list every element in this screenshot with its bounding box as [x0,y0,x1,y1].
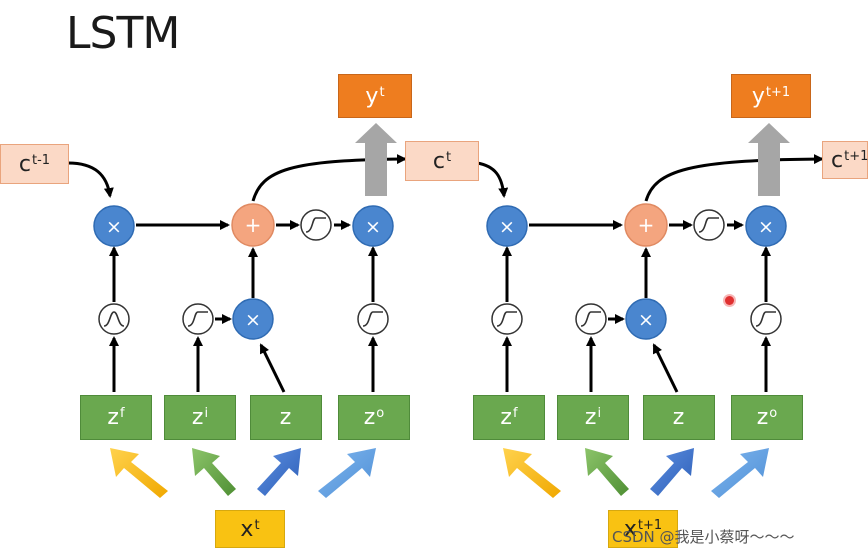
output-y-sup: t [379,84,385,100]
tanh-icon-cell [693,209,725,241]
input-arrow-cell [257,448,301,496]
pointer-dot [725,296,734,305]
gate-label: z [584,405,597,430]
cell-add-node: + [624,203,668,247]
page-title: LSTM [66,8,180,59]
svg-text:×: × [106,216,122,238]
output-y-base: y [751,83,765,109]
gate-label: z [500,405,512,430]
gate-label: z [672,405,685,430]
tanh-icon-cell [300,209,332,241]
gate-sup: f [119,406,125,421]
sigmoid-icon-input [182,303,214,335]
cell-state-prev-base: c [18,151,32,177]
svg-text:×: × [365,216,381,238]
sigmoid-icon-forget [98,303,130,335]
cell-state-next-sup: t [446,149,452,165]
input-arrow-forget [110,448,168,498]
cell-add-node: + [231,203,275,247]
gate-sup: i [597,406,602,421]
gate-label: z [107,405,119,430]
svg-text:+: + [245,213,262,237]
input-x-base: x [623,516,637,542]
arrow-z-mult [652,343,679,393]
gate-sup: o [769,406,778,421]
output-multiply-node: × [352,205,394,247]
input-arrow-input [585,448,629,496]
lstm-block-2: × + × × [476,123,824,498]
sigmoid-icon-output [357,303,389,335]
output-y-sup: t+1 [765,84,791,100]
gate-label: z [279,405,292,430]
forget-multiply-node: × [486,205,528,247]
input-arrow-cell [650,448,694,496]
sigmoid-icon-forget [491,303,523,335]
svg-text:×: × [245,309,261,331]
gate-label: z [756,405,769,430]
cell-state-prev-sup: t-1 [32,152,51,168]
input-arrow-output [318,448,376,498]
svg-text:×: × [499,216,515,238]
arrow-z-mult [259,343,286,393]
gate-z-box: z [250,395,322,440]
watermark: CSDN @我是小蔡呀～～～ [612,528,795,546]
input-x-sup: t [254,517,260,533]
gate-sup: o [376,406,385,421]
sigmoid-icon-output [750,303,782,335]
arrow-cprev-forget [67,161,114,198]
input-x-base: x [240,516,254,542]
arrow-add-cnext [644,154,824,202]
output-y-base: y [365,83,379,109]
cell-state-next-base: c [432,148,445,174]
gate-label: z [191,405,204,430]
output-arrow [355,123,397,196]
arrow-cprev-forget [476,161,509,198]
input-arrow-input [192,448,236,496]
lstm-block-1: × + × × [67,123,407,498]
gate-sup: i [204,406,209,421]
output-multiply-node: × [745,205,787,247]
cell-state-next-base: c [831,147,844,173]
gate-sup: f [512,406,518,421]
cell-state-next-sup: t+1 [844,148,868,164]
input-x-sup: t+1 [637,517,663,533]
input-arrow-output [711,448,769,498]
svg-text:+: + [638,213,655,237]
forget-multiply-node: × [93,205,135,247]
input-arrow-forget [503,448,561,498]
output-arrow [748,123,790,196]
sigmoid-icon-input [575,303,607,335]
gate-z-box: z [643,395,715,440]
input-multiply-node: × [625,298,667,340]
gate-label: z [363,405,376,430]
input-multiply-node: × [232,298,274,340]
svg-text:×: × [638,309,654,331]
svg-text:×: × [758,216,774,238]
